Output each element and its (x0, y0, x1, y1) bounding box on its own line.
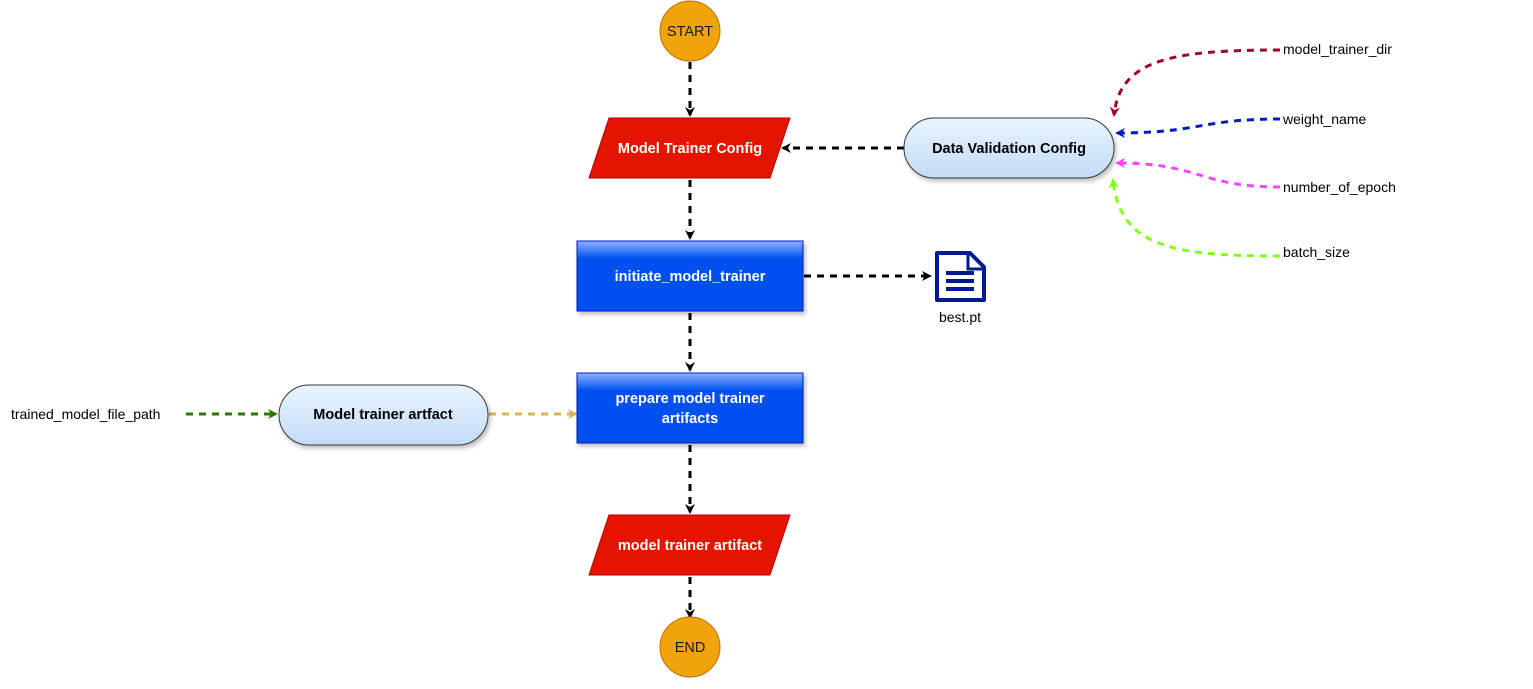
edge-numberofepoch-to-config (1115, 158, 1281, 189)
data-validation-config-label: Data Validation Config (932, 141, 1086, 157)
best-pt-label: best.pt (939, 309, 981, 325)
document-icon (935, 251, 986, 302)
model-trainer-config-node: Model Trainer Config (588, 117, 791, 179)
model-trainer-artifact-output-label: model trainer artifact (618, 538, 762, 554)
edge-batchsize-to-config (1108, 178, 1281, 258)
edge-modeltrainerdir-to-config (1109, 48, 1281, 117)
input-trained-model-file-path: trained_model_file_path (11, 406, 160, 422)
input-weight-name: weight_name (1282, 111, 1366, 127)
model-trainer-config-label: Model Trainer Config (618, 141, 762, 157)
prepare-artifacts-node: prepare model trainer artifacts (576, 372, 804, 444)
prepare-artifacts-label-line1: prepare model trainer (615, 391, 764, 407)
edge-weightname-to-config (1115, 117, 1281, 138)
input-batch-size: batch_size (1283, 244, 1350, 260)
start-node: START (659, 0, 721, 62)
input-model-trainer-dir: model_trainer_dir (1283, 41, 1392, 57)
end-node: END (659, 616, 721, 678)
model-trainer-artfact-node: Model trainer artfact (278, 384, 489, 446)
initiate-model-trainer-label: initiate_model_trainer (615, 269, 766, 285)
initiate-model-trainer-node: initiate_model_trainer (576, 240, 804, 312)
start-label: START (667, 24, 713, 40)
end-label: END (675, 640, 706, 656)
model-trainer-artifact-output-node: model trainer artifact (588, 514, 791, 576)
best-pt-node: best.pt (935, 251, 986, 325)
data-validation-config-node: Data Validation Config (903, 117, 1115, 179)
model-trainer-artfact-label: Model trainer artfact (313, 407, 453, 423)
edges (186, 48, 1281, 619)
input-number-of-epoch: number_of_epoch (1283, 179, 1396, 195)
prepare-artifacts-label-line2: artifacts (662, 411, 718, 427)
